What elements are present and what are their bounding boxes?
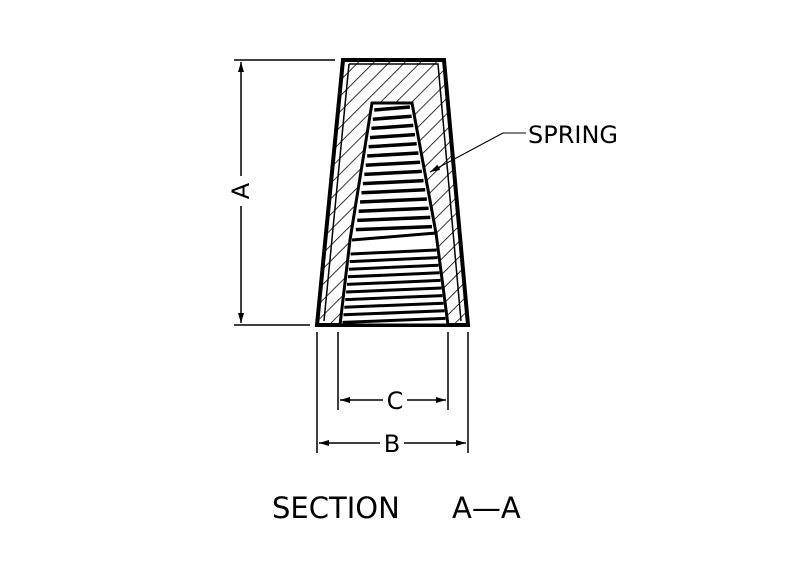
thread-line xyxy=(347,271,440,279)
dimension-c-label: C xyxy=(387,387,404,415)
spring-coil xyxy=(367,151,419,158)
dimension-b-label: B xyxy=(384,430,400,458)
spring-coil xyxy=(369,132,416,140)
spring-coil xyxy=(358,206,429,213)
spring-coil xyxy=(361,188,426,195)
thread-line xyxy=(346,286,442,294)
spring-coil xyxy=(365,160,421,167)
spring-coil xyxy=(355,224,433,232)
dimension-a-label: A xyxy=(227,182,255,199)
thread-line xyxy=(346,278,441,286)
spring-coil xyxy=(368,142,417,149)
spring-coil xyxy=(364,169,422,177)
thread-line xyxy=(343,309,445,317)
spring-coil xyxy=(371,123,414,131)
dimension-a: A xyxy=(227,59,335,326)
thread-line xyxy=(350,248,437,256)
spring-cavity xyxy=(338,101,450,327)
thread-line xyxy=(344,301,444,309)
spring-coil xyxy=(362,178,424,186)
thread-line xyxy=(349,256,438,264)
spring-label: SPRING xyxy=(528,121,618,149)
section-name: A—A xyxy=(452,491,521,525)
section-title: SECTION xyxy=(272,491,400,525)
thread-line xyxy=(348,263,439,271)
dimension-b: B xyxy=(316,332,469,458)
spring-leader-line xyxy=(429,132,504,173)
spring-coil xyxy=(357,215,431,223)
dimension-c: C xyxy=(337,332,449,415)
thread-line xyxy=(342,316,446,324)
spring-coil xyxy=(359,197,427,204)
spring-coil xyxy=(372,114,412,121)
spring-coil xyxy=(374,105,411,112)
thread-line xyxy=(345,294,443,302)
